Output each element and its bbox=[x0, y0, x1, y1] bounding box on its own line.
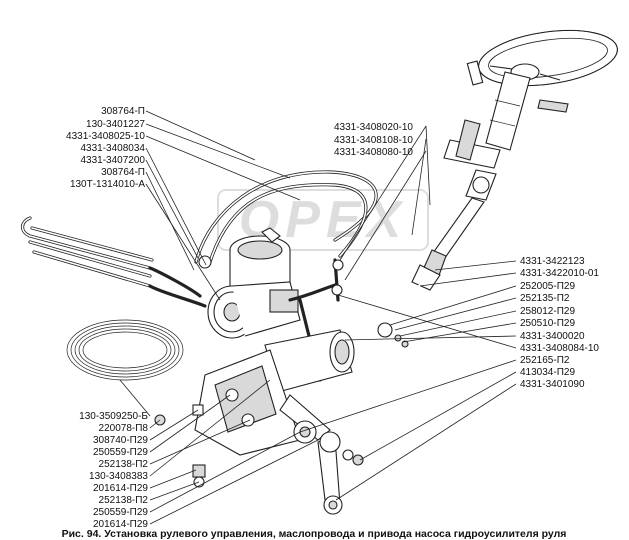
label-bl-5: 130-3408383 bbox=[89, 471, 148, 482]
steering-assembly-drawing bbox=[20, 29, 618, 515]
label-bl-2: 308740-П29 bbox=[93, 435, 148, 446]
label-bl-1: 220078-П8 bbox=[99, 423, 149, 434]
label-right-2: 252005-П29 bbox=[520, 281, 575, 292]
figure-caption: Рис. 94. Установка рулевого управления, … bbox=[62, 528, 567, 540]
label-left-4: 4331-3407200 bbox=[80, 155, 145, 166]
label-left-5: 308764-П bbox=[101, 167, 145, 178]
label-top-1: 4331-3408108-10 bbox=[334, 135, 413, 146]
label-right-9: 413034-П29 bbox=[520, 367, 575, 378]
steering-wheel bbox=[478, 29, 618, 87]
label-right-0: 4331-3422123 bbox=[520, 256, 585, 267]
label-left-3: 4331-3408034 bbox=[80, 143, 145, 154]
pitman-arm bbox=[317, 431, 364, 515]
pressure-hoses bbox=[194, 170, 378, 382]
label-bl-4: 252138-П2 bbox=[99, 459, 149, 470]
label-right-5: 250510-П29 bbox=[520, 318, 575, 329]
oil-cooler-coil bbox=[20, 216, 207, 308]
label-bl-9: 201614-П29 bbox=[93, 519, 148, 530]
steering-gear bbox=[194, 329, 355, 456]
label-right-8: 252165-П2 bbox=[520, 355, 570, 366]
power-steering-pump bbox=[207, 281, 301, 339]
coiled-hose bbox=[66, 319, 184, 381]
leader-lines bbox=[119, 110, 517, 525]
intermediate-shaft bbox=[377, 197, 485, 348]
label-left-1: 130-3401227 bbox=[86, 119, 145, 130]
label-right-3: 252135-П2 bbox=[520, 293, 570, 304]
label-right-7: 4331-3408084-10 bbox=[520, 343, 599, 354]
steering-column bbox=[443, 60, 569, 201]
label-left-2: 4331-3408025-10 bbox=[66, 131, 145, 142]
label-right-10: 4331-3401090 bbox=[520, 379, 585, 390]
labels-bottom-left: 130-3509250-Б 220078-П8 308740-П29 25055… bbox=[79, 411, 148, 530]
label-bl-7: 252138-П2 bbox=[99, 495, 149, 506]
label-left-0: 308764-П bbox=[101, 106, 145, 117]
label-left-6: 130Т-1314010-А bbox=[70, 179, 145, 190]
label-bl-6: 201614-П29 bbox=[93, 483, 148, 494]
labels-right: 4331-3422123 4331-3422010-01 252005-П29 … bbox=[520, 256, 599, 390]
label-bl-0: 130-3509250-Б bbox=[79, 411, 148, 422]
label-top-0: 4331-3408020-10 bbox=[334, 122, 413, 133]
label-right-1: 4331-3422010-01 bbox=[520, 268, 599, 279]
label-bl-8: 250559-П29 bbox=[93, 507, 148, 518]
label-bl-3: 250559-П29 bbox=[93, 447, 148, 458]
label-top-2: 4331-3408080-10 bbox=[334, 147, 413, 158]
labels-top: 4331-3408020-10 4331-3408108-10 4331-340… bbox=[334, 122, 413, 158]
label-right-6: 4331-3400020 bbox=[520, 331, 585, 342]
labels-left: 308764-П 130-3401227 4331-3408025-10 433… bbox=[66, 106, 145, 190]
label-right-4: 258012-П29 bbox=[520, 306, 575, 317]
